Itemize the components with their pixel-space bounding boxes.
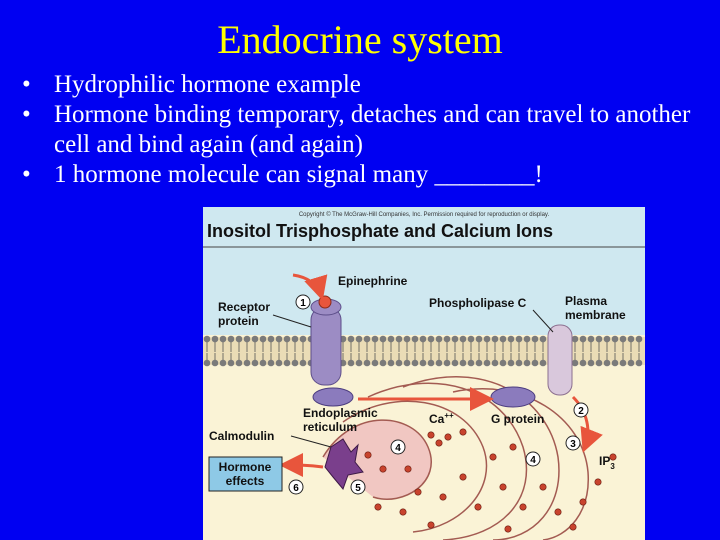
- bullet-item: • Hydrophilic hormone example: [22, 70, 712, 100]
- receptor-protein: [311, 296, 341, 385]
- g-protein-shape: [491, 387, 535, 407]
- step-number-1: 1: [300, 298, 306, 309]
- step-number-6: 6: [293, 483, 299, 494]
- calcium-ion-dot: [460, 429, 466, 435]
- step-number-3: 3: [570, 439, 576, 450]
- step-number-2: 2: [578, 406, 584, 417]
- calcium-ion-dot: [375, 504, 381, 510]
- calcium-ion-dot: [440, 494, 446, 500]
- diagram-figure: Copyright © The McGraw-Hill Companies, I…: [203, 207, 645, 540]
- phospholipase-c: [548, 325, 572, 395]
- calcium-ion-dot: [610, 454, 616, 460]
- calcium-ion-dot: [405, 466, 411, 472]
- plasma-membrane: [203, 336, 645, 367]
- calcium-ion-dot: [570, 524, 576, 530]
- calcium-ion-dot: [510, 444, 516, 450]
- calcium-ion-dot: [400, 509, 406, 515]
- calcium-ion-dot: [365, 452, 371, 458]
- calcium-ion-dot: [490, 454, 496, 460]
- label-hormone-1: Hormone: [219, 460, 272, 474]
- calcium-ion-dot: [415, 489, 421, 495]
- label-receptor-2: protein: [218, 314, 259, 328]
- label-receptor-1: Receptor: [218, 300, 270, 314]
- step-number-4: 4: [395, 443, 401, 454]
- label-er-1: Endoplasmic: [303, 406, 378, 420]
- calcium-ion-dot: [428, 432, 434, 438]
- calcium-ion-dot: [500, 484, 506, 490]
- figure-heading: Inositol Trisphosphate and Calcium Ions: [207, 221, 553, 241]
- bullet-marker: •: [22, 160, 31, 190]
- calcium-ion-dot: [555, 509, 561, 515]
- label-epinephrine: Epinephrine: [338, 274, 408, 288]
- label-hormone-2: effects: [226, 474, 265, 488]
- step-number-5: 5: [355, 483, 361, 494]
- bullet-text: 1 hormone molecule can signal many _____…: [54, 161, 543, 188]
- bullet-list: • Hydrophilic hormone example • Hormone bi…: [22, 70, 712, 190]
- label-er-2: reticulum: [303, 420, 357, 434]
- label-plasma-1: Plasma: [565, 294, 607, 308]
- bullet-marker: •: [22, 70, 31, 100]
- calcium-ion-dot: [580, 499, 586, 505]
- calcium-ion-dot: [436, 440, 442, 446]
- calcium-ion-dot: [445, 434, 451, 440]
- calcium-ion-dot: [475, 504, 481, 510]
- g-protein-shape: [313, 388, 353, 406]
- calcium-ion-dot: [380, 466, 386, 472]
- copyright-text: Copyright © The McGraw-Hill Companies, I…: [299, 211, 550, 218]
- label-calmodulin: Calmodulin: [209, 429, 274, 443]
- calcium-ion-dot: [505, 526, 511, 532]
- step-number-4: 4: [530, 455, 536, 466]
- calcium-ion-dot: [460, 474, 466, 480]
- slide-title: Endocrine system: [0, 16, 720, 64]
- calcium-ion-dot: [520, 504, 526, 510]
- label-g-protein: G protein: [491, 412, 544, 426]
- label-phospholipase: Phospholipase C: [429, 296, 527, 310]
- calcium-ion-dot: [428, 522, 434, 528]
- bullet-text: Hormone binding temporary, detaches and …: [54, 101, 690, 158]
- bullet-item: • Hormone binding temporary, detaches and…: [22, 100, 712, 160]
- bullet-item: • 1 hormone molecule can signal many ____…: [22, 160, 712, 190]
- label-plasma-2: membrane: [565, 308, 626, 322]
- calcium-ion-dot: [595, 479, 601, 485]
- diagram-svg: Copyright © The McGraw-Hill Companies, I…: [203, 207, 645, 540]
- bullet-text: Hydrophilic hormone example: [54, 71, 361, 98]
- epinephrine-molecule: [319, 296, 331, 308]
- calcium-ion-dot: [540, 484, 546, 490]
- bullet-marker: •: [22, 100, 31, 130]
